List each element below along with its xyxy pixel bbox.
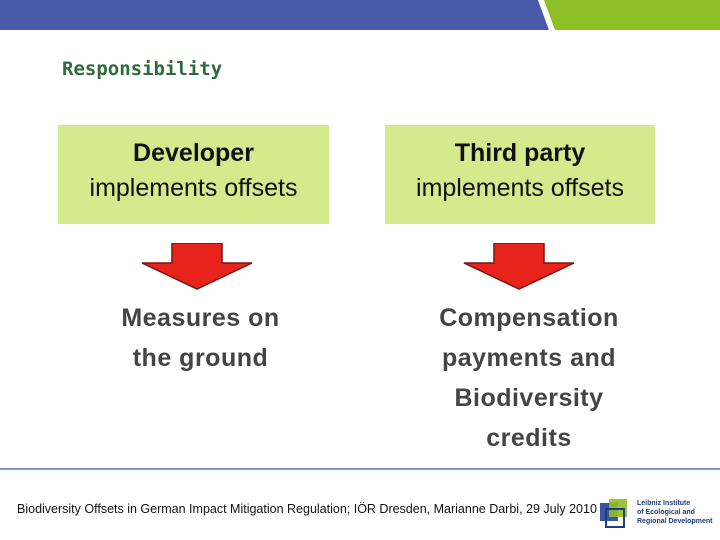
third-party-subtitle: implements offsets xyxy=(416,174,624,202)
right-result: Compensation payments and Biodiversity c… xyxy=(400,298,658,458)
header-bar xyxy=(0,0,720,30)
ioer-logo-icon xyxy=(600,499,627,528)
right-result-line: credits xyxy=(486,424,572,452)
logo-line: Regional Development xyxy=(637,518,713,525)
developer-title: Developer xyxy=(133,139,254,167)
logo-line: Leibniz Institute xyxy=(637,500,691,507)
footer-divider xyxy=(0,468,720,470)
left-result-line: the ground xyxy=(132,344,269,372)
right-result-line: payments and xyxy=(441,344,617,372)
down-arrow-icon xyxy=(463,243,575,290)
footer-citation: Biodiversity Offsets in German Impact Mi… xyxy=(17,502,597,516)
developer-subtitle: implements offsets xyxy=(89,174,298,202)
right-result-line: Biodiversity xyxy=(454,384,604,412)
left-result: Measures on the ground xyxy=(78,298,323,378)
right-result-line: Compensation xyxy=(439,304,619,332)
third-party-box: Third party implements offsets xyxy=(385,125,655,224)
page-heading: Responsibility xyxy=(62,58,223,80)
third-party-title: Third party xyxy=(454,139,586,167)
logo-text: Leibniz Institute of Ecological and Regi… xyxy=(637,499,717,526)
left-result-line: Measures on xyxy=(121,304,280,332)
developer-box: Developer implements offsets xyxy=(58,125,329,224)
down-arrow-icon xyxy=(141,243,253,290)
logo-line: of Ecological and xyxy=(637,509,695,516)
